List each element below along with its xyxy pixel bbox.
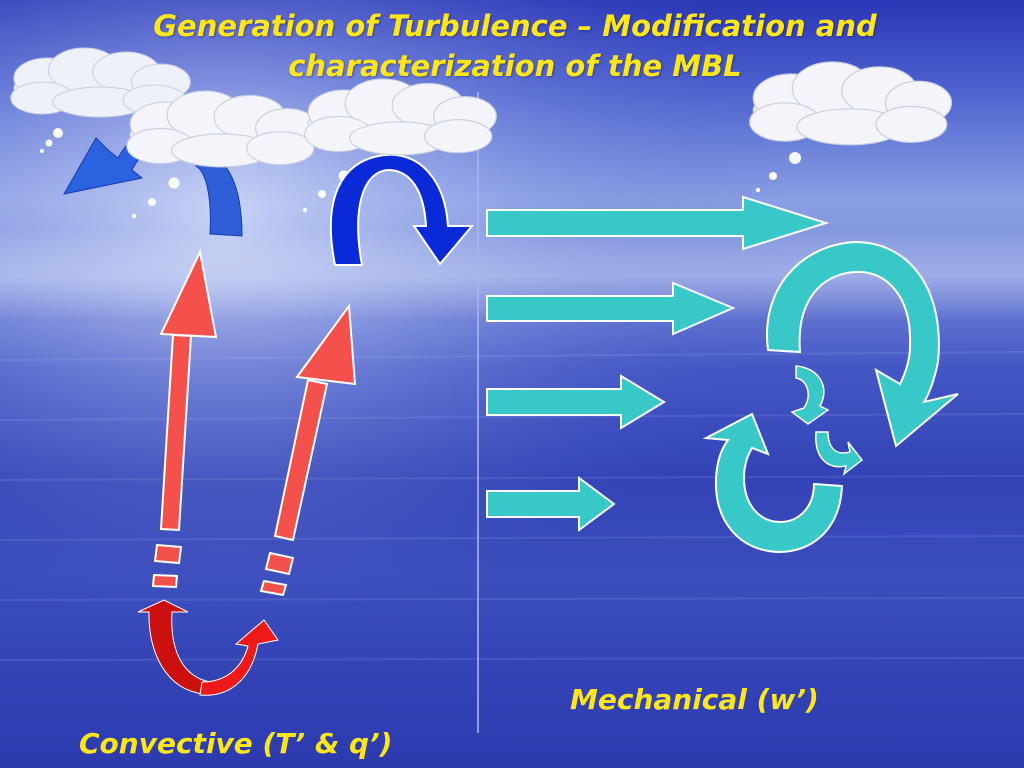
cloud-icon xyxy=(304,78,497,156)
eddy-arrow-small-1 xyxy=(790,365,830,425)
title-line-2: characterization of the MBL xyxy=(288,49,742,83)
eddy-arrow-large xyxy=(766,240,959,448)
shear-arrow-1 xyxy=(486,195,830,251)
shear-arrow-4 xyxy=(486,476,616,532)
convective-label: Convective (T’ & q’) xyxy=(79,727,393,760)
updraft-arrow-left xyxy=(151,248,218,589)
shear-arrow-3 xyxy=(486,374,666,430)
eddy-arrow-small-2 xyxy=(815,431,864,476)
updraft-arrow-right xyxy=(259,303,357,597)
title-line-1: Generation of Turbulence – Modification … xyxy=(153,9,877,43)
cloud-return-arrow-right xyxy=(329,153,475,266)
shear-arrows xyxy=(486,195,830,532)
surface-loop-arrow-left xyxy=(137,599,211,695)
shear-arrow-2 xyxy=(486,281,736,336)
eddy-arrow-medium xyxy=(702,412,844,554)
slide-title: Generation of Turbulence – Modification … xyxy=(70,6,960,86)
mechanical-label: Mechanical (w’) xyxy=(570,683,819,716)
surface-loop-arrow-right xyxy=(199,619,279,696)
cloud-icon xyxy=(126,90,319,168)
